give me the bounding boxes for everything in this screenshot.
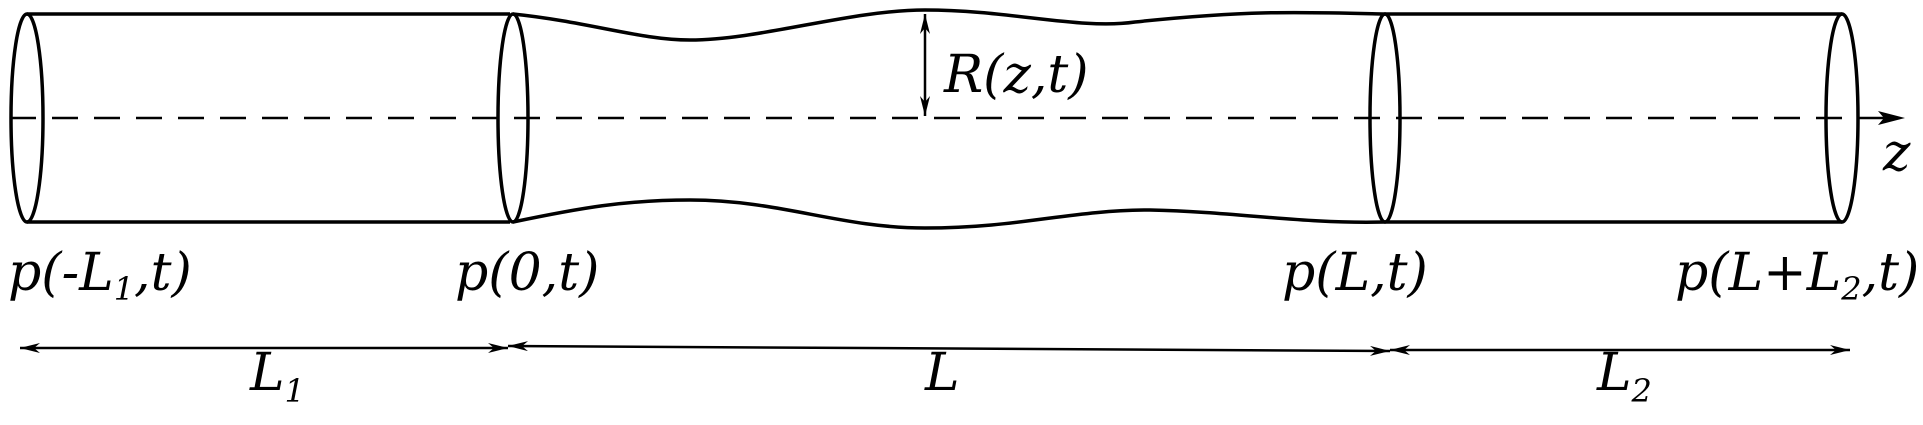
length-L2-label: L2 [1596,343,1652,410]
pressure-zL-label: p(L,t) [1282,243,1428,303]
flexible-tube-segment [512,8,1386,230]
pressure-inlet-label: p(-L1,t) [8,243,192,308]
pressure-z0-label: p(0,t) [455,243,599,303]
flexible-tube-bottom-wall [512,198,1386,230]
axis-z-label: z [1882,123,1911,183]
pressure-outlet-label: p(L+L2,t) [1675,243,1919,308]
length-L-arrow [507,341,1391,356]
radius-label: R(z,t) [943,45,1089,105]
flexible-tube-top-wall [512,8,1386,42]
length-L-label: L [924,343,960,403]
axis-arrow-head [1878,111,1905,125]
length-L1-label: L1 [249,343,305,410]
